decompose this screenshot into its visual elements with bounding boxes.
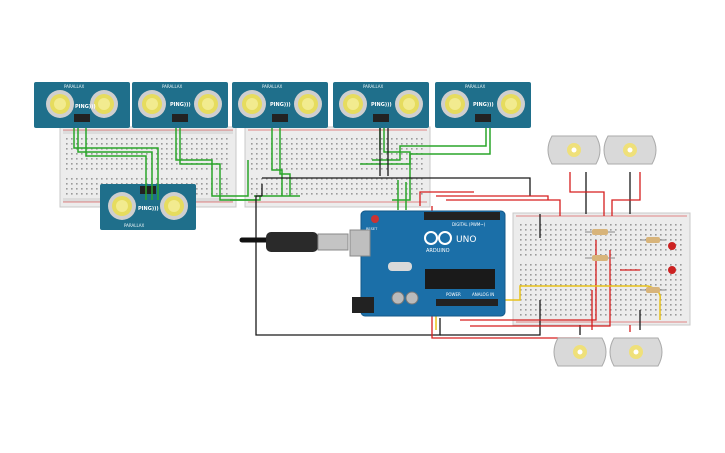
sensor-model: PING))) — [473, 102, 494, 108]
resistor-2[interactable] — [585, 255, 615, 261]
dc-motor-2[interactable] — [603, 135, 657, 165]
led-red-2[interactable] — [668, 266, 676, 274]
arduino-logo-icon — [424, 231, 438, 245]
sensor-model: PING))) — [371, 102, 392, 108]
sensor-brand: PARALLAX — [465, 84, 486, 89]
ping-sensor-3[interactable]: PARALLAX PING))) — [232, 82, 328, 128]
analog-label: ANALOG IN — [472, 292, 494, 297]
analog-header — [436, 299, 498, 306]
ground-wires-black — [255, 128, 641, 336]
ping-sensor-4[interactable]: PARALLAX PING))) — [333, 82, 429, 128]
sensor-brand: PARALLAX — [162, 84, 183, 89]
sensor-model: PING))) — [75, 104, 96, 110]
sensor-model: PING))) — [170, 102, 191, 108]
digital-header — [424, 212, 500, 220]
atmega-chip — [425, 269, 495, 289]
power-wires-red — [419, 172, 641, 339]
sensor-model: PING))) — [270, 102, 291, 108]
usb-cable — [239, 232, 349, 252]
power-label: POWER — [446, 292, 461, 297]
resistor-1[interactable] — [585, 229, 615, 235]
signal-wires-green — [73, 128, 491, 210]
led-red-1[interactable] — [668, 242, 676, 250]
sensor-brand: PARALLAX — [262, 84, 283, 89]
arduino-model: UNO — [456, 235, 476, 245]
ping-sensor-1[interactable]: PARALLAX PING))) — [34, 82, 130, 128]
resistor-4[interactable] — [640, 287, 665, 293]
dc-motor-3[interactable] — [553, 337, 607, 367]
sensor-brand: PARALLAX — [363, 84, 384, 89]
dc-motor-1[interactable] — [547, 135, 601, 165]
dc-motor-4[interactable] — [609, 337, 663, 367]
reset-label: RESET — [366, 227, 378, 231]
sensor-brand: PARALLAX — [124, 223, 145, 228]
digital-label: DIGITAL (PWM~) — [452, 222, 486, 227]
arduino-uno-board[interactable]: ARDUINO UNO DIGITAL (PWM~) POWER ANALOG … — [349, 210, 506, 317]
resistor-3[interactable] — [640, 237, 665, 243]
ping-sensor-2[interactable]: PARALLAX PING))) — [132, 82, 228, 128]
arduino-logo-text: ARDUINO — [426, 248, 450, 254]
ping-sensor-5[interactable]: PARALLAX PING))) — [435, 82, 531, 128]
reset-button[interactable] — [371, 215, 379, 223]
ping-sensor-6[interactable]: PING))) PARALLAX — [100, 184, 196, 230]
sensor-brand: PARALLAX — [64, 84, 85, 89]
sensor-model: PING))) — [138, 206, 159, 212]
